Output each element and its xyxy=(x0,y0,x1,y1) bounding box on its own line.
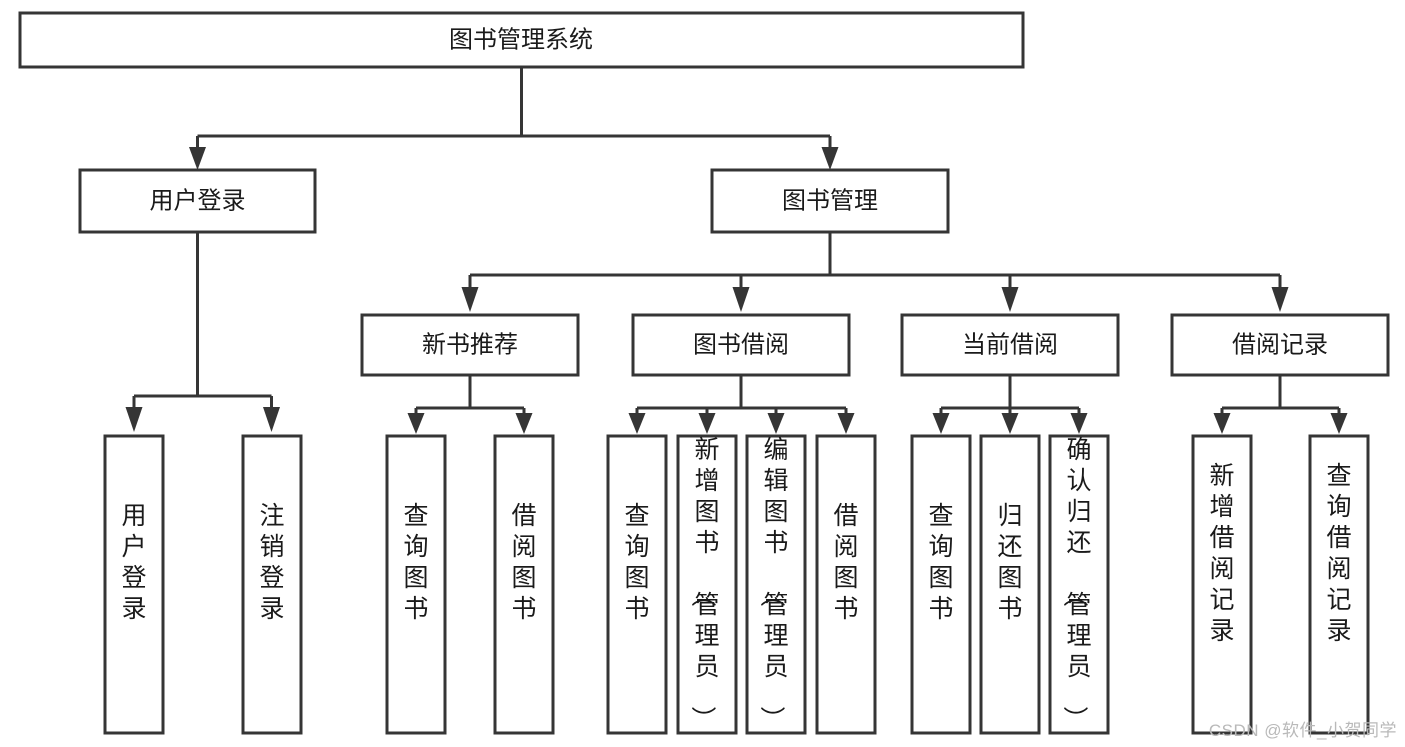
node-book-management-label: 图书管理 xyxy=(782,187,878,214)
node-leaf-user-login[interactable]: 用户登录 xyxy=(103,434,165,735)
node-book-management-box[interactable] xyxy=(710,168,950,234)
node-leaf-query-book-2-label: 查询图书 xyxy=(624,502,649,623)
node-root-box[interactable] xyxy=(18,11,1025,69)
node-leaf-query-book-3-label: 查询图书 xyxy=(928,502,953,623)
node-user-login[interactable]: 用户登录 xyxy=(78,168,317,234)
arrowhead-leaf-add-book xyxy=(698,413,716,434)
node-leaf-add-book-box[interactable] xyxy=(676,434,738,735)
node-current-borrow[interactable]: 当前借阅 xyxy=(900,313,1120,377)
node-leaf-user-logout-box[interactable] xyxy=(241,434,303,735)
node-leaf-query-book-1[interactable]: 查询图书 xyxy=(385,434,447,735)
arrowhead-book-management xyxy=(821,147,839,170)
node-leaf-user-logout[interactable]: 注销登录 xyxy=(241,434,303,735)
node-leaf-user-login-label: 用户登录 xyxy=(121,502,146,623)
node-leaf-add-book-label: 新增图书（管理员） xyxy=(688,436,719,731)
node-leaf-query-book-2[interactable]: 查询图书 xyxy=(606,434,668,735)
node-leaf-query-book-1-box[interactable] xyxy=(385,434,447,735)
node-leaf-confirm-return-label: 确认归还（管理员） xyxy=(1060,436,1091,731)
node-leaf-borrow-book-1-box[interactable] xyxy=(493,434,555,735)
node-leaf-query-book-2-box[interactable] xyxy=(606,434,668,735)
node-new-book-recommend-label: 新书推荐 xyxy=(422,331,518,358)
node-leaf-query-record-label: 查询借阅记录 xyxy=(1326,462,1351,645)
arrowhead-leaf-borrow-book-1 xyxy=(515,413,533,434)
node-borrow-record-box[interactable] xyxy=(1170,313,1390,377)
arrowhead-leaf-query-book-2 xyxy=(628,413,646,434)
arrowhead-book-borrow xyxy=(732,287,750,312)
node-leaf-return-book[interactable]: 归还图书 xyxy=(979,434,1041,735)
node-leaf-borrow-book-2[interactable]: 借阅图书 xyxy=(815,434,877,735)
node-leaf-query-book-3-box[interactable] xyxy=(910,434,972,735)
arrowhead-new-book-recommend xyxy=(461,287,479,312)
node-current-borrow-label: 当前借阅 xyxy=(962,331,1058,358)
node-book-management[interactable]: 图书管理 xyxy=(710,168,950,234)
node-leaf-add-record[interactable]: 新增借阅记录 xyxy=(1191,434,1253,735)
node-leaf-borrow-book-1[interactable]: 借阅图书 xyxy=(493,434,555,735)
node-leaf-query-book-3[interactable]: 查询图书 xyxy=(910,434,972,735)
node-user-login-box[interactable] xyxy=(78,168,317,234)
node-user-login-label: 用户登录 xyxy=(150,187,246,214)
connector-group xyxy=(125,67,1348,434)
arrowhead-leaf-return-book xyxy=(1001,413,1019,434)
arrowhead-user-login xyxy=(189,147,206,170)
arrowhead-leaf-query-book-1 xyxy=(407,413,425,434)
node-leaf-edit-book-box[interactable] xyxy=(745,434,807,735)
node-leaf-borrow-book-2-label: 借阅图书 xyxy=(833,502,858,623)
node-leaf-borrow-book-1-label: 借阅图书 xyxy=(511,502,536,623)
node-book-borrow-label: 图书借阅 xyxy=(693,331,789,358)
node-book-borrow-box[interactable] xyxy=(631,313,851,377)
node-leaf-user-login-box[interactable] xyxy=(103,434,165,735)
node-new-book-recommend-box[interactable] xyxy=(360,313,580,377)
node-borrow-record-label: 借阅记录 xyxy=(1232,331,1328,358)
node-leaf-add-record-label: 新增借阅记录 xyxy=(1209,462,1234,645)
node-leaf-query-book-1-label: 查询图书 xyxy=(403,502,428,623)
arrowhead-leaf-query-book-3 xyxy=(932,413,950,434)
node-leaf-return-book-box[interactable] xyxy=(979,434,1041,735)
node-leaf-return-book-label: 归还图书 xyxy=(997,502,1022,623)
node-leaf-borrow-book-2-box[interactable] xyxy=(815,434,877,735)
node-leaf-user-logout-label: 注销登录 xyxy=(259,502,284,623)
arrowhead-borrow-record xyxy=(1271,287,1289,312)
node-leaf-edit-book[interactable]: 编辑图书（管理员） xyxy=(745,434,807,735)
node-borrow-record[interactable]: 借阅记录 xyxy=(1170,313,1390,377)
node-leaf-add-book[interactable]: 新增图书（管理员） xyxy=(676,434,738,735)
node-leaf-query-record-box[interactable] xyxy=(1308,434,1370,735)
node-leaf-add-record-box[interactable] xyxy=(1191,434,1253,735)
node-leaf-query-record[interactable]: 查询借阅记录 xyxy=(1308,434,1370,735)
arrowhead-leaf-edit-book xyxy=(767,413,785,434)
arrowhead-leaf-user-logout xyxy=(263,407,280,432)
node-leaf-confirm-return-box[interactable] xyxy=(1048,434,1110,735)
node-root-label: 图书管理系统 xyxy=(449,26,593,53)
arrowhead-leaf-user-login xyxy=(125,407,143,432)
node-leaf-edit-book-label: 编辑图书（管理员） xyxy=(757,436,788,731)
arrowhead-current-borrow xyxy=(1001,287,1019,312)
arrowhead-leaf-borrow-book-2 xyxy=(837,413,855,434)
node-new-book-recommend[interactable]: 新书推荐 xyxy=(360,313,580,377)
arrowhead-leaf-add-record xyxy=(1213,413,1231,434)
node-root[interactable]: 图书管理系统 xyxy=(18,11,1025,69)
arrowhead-leaf-confirm-return xyxy=(1070,413,1088,434)
node-leaf-confirm-return[interactable]: 确认归还（管理员） xyxy=(1048,434,1110,735)
node-current-borrow-box[interactable] xyxy=(900,313,1120,377)
node-book-borrow[interactable]: 图书借阅 xyxy=(631,313,851,377)
arrowhead-leaf-query-record xyxy=(1330,413,1348,434)
